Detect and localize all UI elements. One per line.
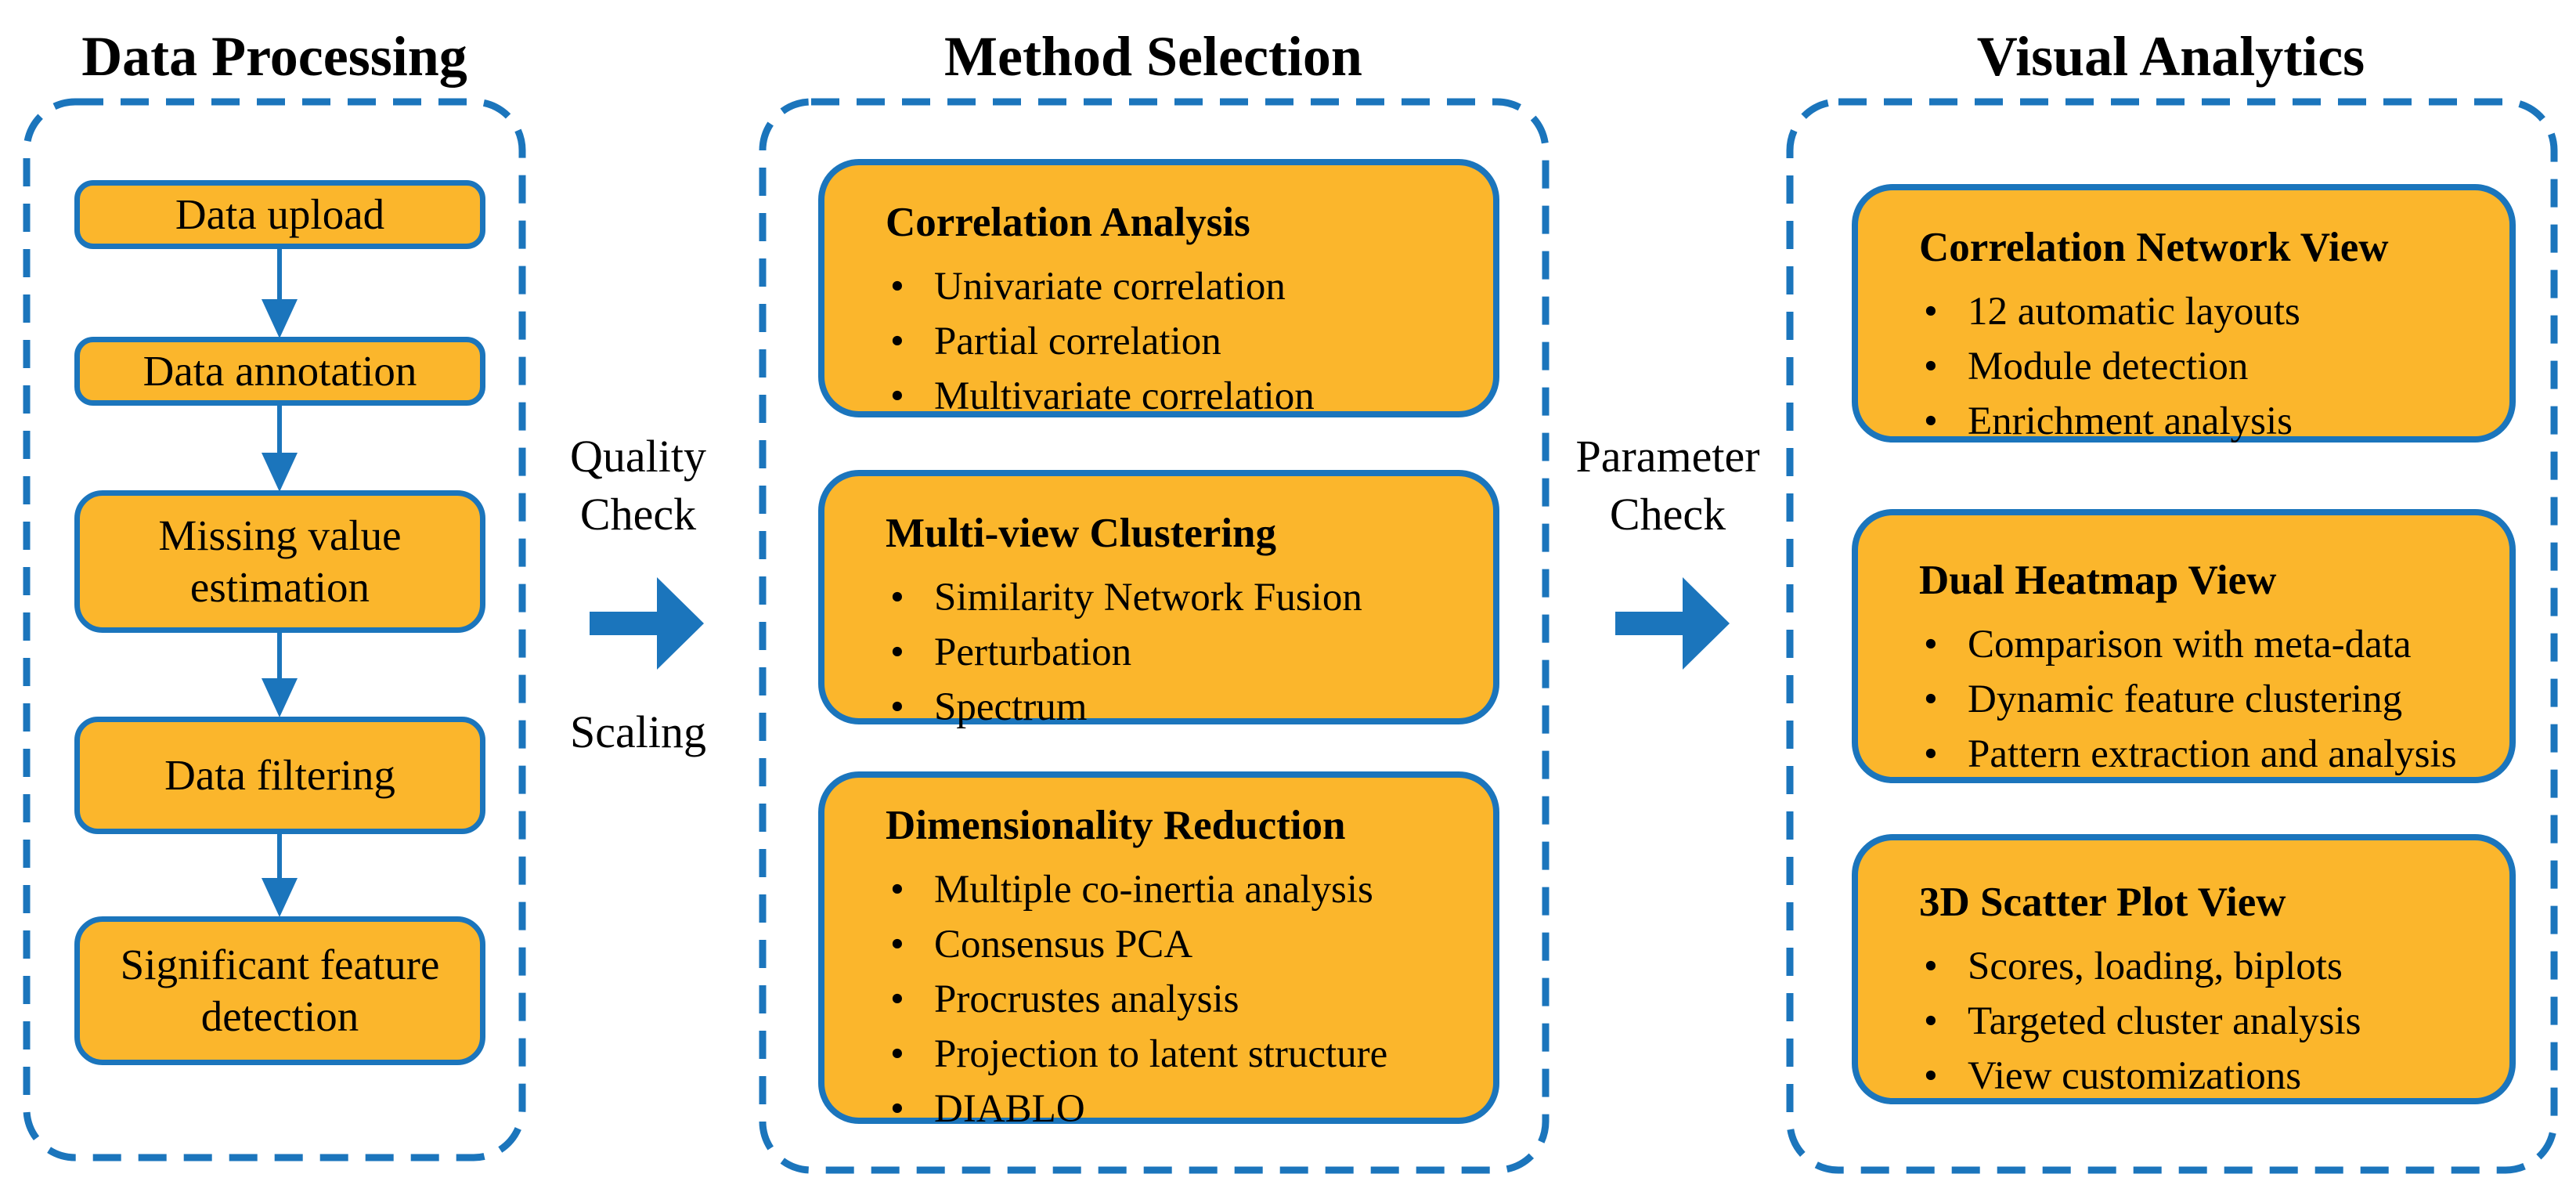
- right-arrow-icon: [1683, 577, 1730, 670]
- down-arrow-icon: [262, 299, 298, 338]
- bullet-item: Projection to latent structure: [886, 1027, 1462, 1082]
- bullet-item: Spectrum: [886, 680, 1462, 735]
- card-heading: Multi-view Clustering: [886, 511, 1277, 556]
- card-heading: Correlation Analysis: [886, 200, 1250, 245]
- bullet-item: 12 automatic layouts: [1919, 284, 2478, 339]
- card-heading: Dimensionality Reduction: [886, 803, 1346, 848]
- connector-label-parameter-check: Parameter Check: [1575, 431, 1760, 540]
- column-title-method-selection: Method Selection: [944, 25, 1362, 88]
- step-data-filtering: Data filtering: [74, 717, 485, 834]
- bullet-item: Pattern extraction and analysis: [1919, 727, 2478, 782]
- step-missing-value-estimation: Missing value estimation: [74, 490, 485, 633]
- card-bullet-list: Univariate correlation Partial correlati…: [886, 259, 1462, 424]
- step-significant-feature-detection: Significant feature detection: [74, 916, 485, 1065]
- bullet-item: Multiple co-inertia analysis: [886, 862, 1462, 917]
- bullet-item: Partial correlation: [886, 314, 1462, 369]
- bullet-item: Enrichment analysis: [1919, 394, 2478, 449]
- bullet-item: Perturbation: [886, 625, 1462, 680]
- bullet-item: Multivariate correlation: [886, 369, 1462, 424]
- column-title-data-processing: Data Processing: [81, 25, 467, 88]
- right-arrow-icon: [657, 577, 704, 670]
- card-heading: Correlation Network View: [1919, 225, 2389, 270]
- card-bullet-list: 12 automatic layouts Module detection En…: [1919, 284, 2478, 449]
- down-arrow-line: [277, 834, 282, 880]
- card-correlation-network-view: Correlation Network View 12 automatic la…: [1852, 184, 2516, 449]
- down-arrow-line: [277, 249, 282, 301]
- card-multi-view-clustering: Multi-view Clustering Similarity Network…: [818, 470, 1499, 735]
- bullet-item: Procrustes analysis: [886, 972, 1462, 1027]
- card-bullet-list: Similarity Network Fusion Perturbation S…: [886, 570, 1462, 735]
- down-arrow-line: [277, 406, 282, 454]
- card-bullet-list: Multiple co-inertia analysis Consensus P…: [886, 862, 1462, 1136]
- card-bullet-list: Comparison with meta-data Dynamic featur…: [1919, 617, 2478, 782]
- card-heading: 3D Scatter Plot View: [1919, 880, 2286, 925]
- data-processing-container-border: [23, 98, 526, 1161]
- bullet-item: Dynamic feature clustering: [1919, 672, 2478, 727]
- card-3d-scatter-plot-view: 3D Scatter Plot View Scores, loading, bi…: [1852, 834, 2516, 1104]
- down-arrow-icon: [262, 678, 298, 717]
- bullet-item: Comparison with meta-data: [1919, 617, 2478, 672]
- down-arrow-line: [277, 633, 282, 680]
- right-arrow-body: [1615, 612, 1683, 635]
- card-dimensionality-reduction: Dimensionality Reduction Multiple co-ine…: [818, 771, 1499, 1136]
- visual-analytics-container-border: [1786, 98, 2558, 1174]
- bullet-item: Module detection: [1919, 339, 2478, 394]
- down-arrow-icon: [262, 453, 298, 492]
- method-selection-container-border: [759, 98, 1550, 1174]
- card-bullet-list: Scores, loading, biplots Targeted cluste…: [1919, 939, 2478, 1104]
- bullet-item: Similarity Network Fusion: [886, 570, 1462, 625]
- bullet-item: Consensus PCA: [886, 917, 1462, 972]
- card-correlation-analysis: Correlation Analysis Univariate correlat…: [818, 159, 1499, 424]
- bullet-item: Univariate correlation: [886, 259, 1462, 314]
- connector-label-scaling: Scaling: [570, 706, 706, 757]
- right-arrow-body: [590, 612, 657, 635]
- down-arrow-icon: [262, 878, 298, 917]
- connector-label-quality-check: Quality Check: [570, 431, 706, 540]
- bullet-item: Scores, loading, biplots: [1919, 939, 2478, 994]
- bullet-item: Targeted cluster analysis: [1919, 994, 2478, 1049]
- card-dual-heatmap-view: Dual Heatmap View Comparison with meta-d…: [1852, 509, 2516, 783]
- bullet-item: DIABLO: [886, 1082, 1462, 1136]
- card-heading: Dual Heatmap View: [1919, 558, 2277, 603]
- step-data-upload: Data upload: [74, 180, 485, 249]
- bullet-item: View customizations: [1919, 1049, 2478, 1104]
- column-title-visual-analytics: Visual Analytics: [1976, 25, 2365, 88]
- step-data-annotation: Data annotation: [74, 337, 485, 406]
